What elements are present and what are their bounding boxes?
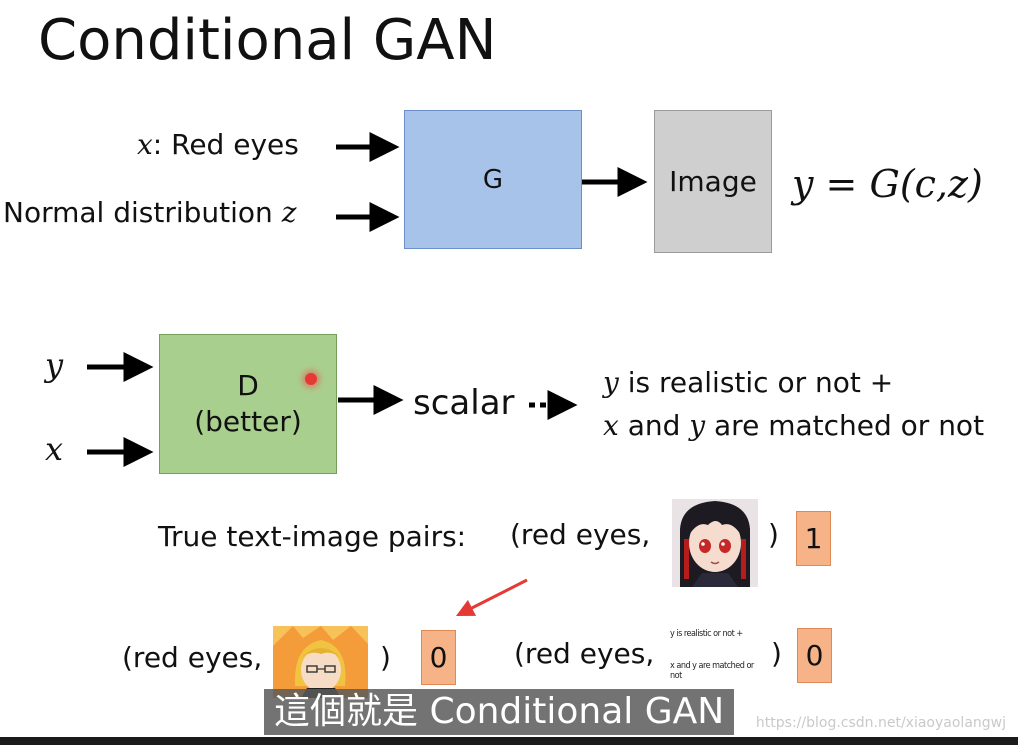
false-pair2-open: (red eyes, — [514, 637, 655, 670]
video-subtitle: 這個就是 Conditional GAN — [264, 689, 735, 735]
false-pair1-open: (red eyes, — [122, 641, 263, 674]
video-bottom-bar — [0, 737, 1018, 745]
desc-line2-mid: and — [618, 409, 690, 442]
var-x: x — [137, 128, 153, 161]
d-box-label: D — [237, 368, 259, 402]
input-z-text: Normal distribution — [3, 196, 282, 229]
false-pair2-close: ) — [771, 637, 782, 670]
input-z-normal-distribution: Normal distribution z — [3, 196, 296, 229]
mini-text-image: y is realistic or not + x and y are matc… — [670, 629, 760, 682]
false-pair1-close: ) — [380, 641, 391, 674]
d-description-line1: y is realistic or not + — [603, 366, 893, 399]
generator-box: G — [404, 110, 582, 249]
discriminator-box: D (better) — [159, 334, 337, 474]
d-box-sublabel: (better) — [194, 405, 302, 438]
d-input-x: x — [45, 430, 64, 468]
generator-formula: y = G(c,z) — [792, 162, 983, 206]
laser-pointer-dot — [305, 373, 317, 385]
desc-var-x: x — [603, 409, 619, 442]
slide-title: Conditional GAN — [38, 8, 497, 73]
d-description-line2: x and y are matched or not — [603, 409, 984, 442]
true-pair-close: ) — [768, 518, 779, 551]
input-x-red-eyes: x: Red eyes — [137, 128, 299, 161]
true-pair-open: (red eyes, — [510, 518, 651, 551]
scalar-output-label: scalar — [413, 383, 515, 423]
desc-line1-text: is realistic or not + — [618, 366, 894, 399]
true-score-box: 1 — [796, 511, 831, 566]
false1-score-box: 0 — [421, 630, 456, 685]
var-z: z — [281, 196, 297, 229]
watermark: https://blog.csdn.net/xiaoyaolangwj — [755, 715, 1006, 731]
mini-text-line2: x and y are matched or not — [670, 660, 754, 681]
annotation-red-arrow — [455, 578, 528, 617]
d-input-y: y — [45, 346, 64, 384]
false2-score-box: 0 — [797, 628, 832, 683]
desc-var-y2: y — [689, 409, 706, 442]
true-pairs-label: True text-image pairs: — [158, 520, 467, 553]
mini-text-line1: y is realistic or not + — [670, 629, 743, 639]
desc-var-y: y — [603, 366, 619, 399]
yellow-hair-character-image — [273, 626, 368, 698]
desc-line2-text: are matched or not — [705, 409, 985, 442]
input-x-text: : Red eyes — [152, 128, 299, 161]
red-eyes-character-image — [672, 499, 758, 587]
image-output-box: Image — [654, 110, 772, 253]
